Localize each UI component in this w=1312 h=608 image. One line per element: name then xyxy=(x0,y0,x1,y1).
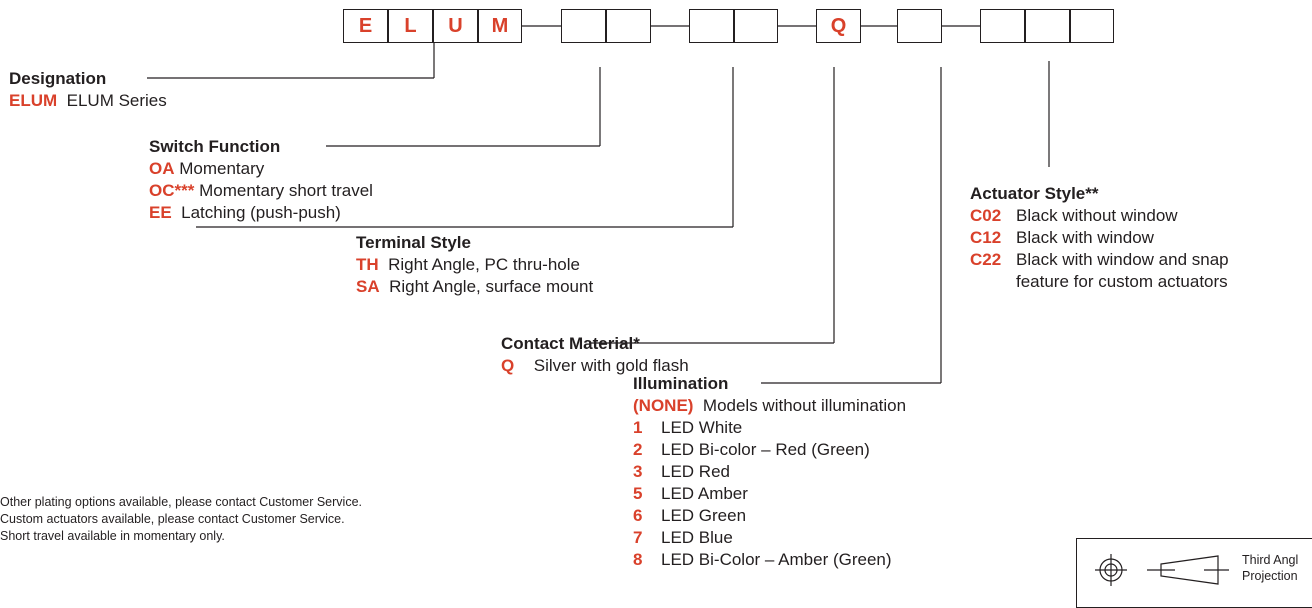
third-angle-projection-icon xyxy=(1095,554,1229,586)
part-box: M xyxy=(478,9,522,43)
option-desc: Momentary short travel xyxy=(199,181,373,200)
connector-lines xyxy=(147,25,1050,384)
projection-label-line: Third Angl xyxy=(1242,553,1299,567)
option-desc: LED Bi-color – Red (Green) xyxy=(661,440,870,459)
option-desc: Right Angle, surface mount xyxy=(389,277,594,296)
part-box: L xyxy=(388,9,433,43)
option-desc: LED Blue xyxy=(661,528,733,547)
option-row: SA Right Angle, surface mount xyxy=(356,276,593,298)
illumination-section: Illumination (NONE) Models without illum… xyxy=(633,373,906,571)
option-row: feature for custom actuators xyxy=(970,271,1229,293)
option-desc: ELUM Series xyxy=(66,91,167,110)
option-code: 5 xyxy=(633,484,643,503)
projection-label-line: Projection xyxy=(1242,569,1298,583)
contact-material-section: Contact Material* Q Silver with gold fla… xyxy=(501,333,689,377)
option-desc: LED Bi-Color – Amber (Green) xyxy=(661,550,892,569)
footnote: Other plating options available, please … xyxy=(0,495,362,509)
switch-function-title: Switch Function xyxy=(149,137,281,156)
option-code: 8 xyxy=(633,550,643,569)
option-code: C22 xyxy=(970,250,1002,269)
option-desc: LED Red xyxy=(661,462,730,481)
option-desc: Right Angle, PC thru-hole xyxy=(388,255,580,274)
part-box xyxy=(980,9,1025,43)
option-row: 2 LED Bi-color – Red (Green) xyxy=(633,439,906,461)
contact-material-title: Contact Material* xyxy=(501,334,640,353)
option-desc: Black with window and snap xyxy=(1016,250,1229,269)
option-row: (NONE) Models without illumination xyxy=(633,395,906,417)
actuator-style-title: Actuator Style** xyxy=(970,184,1099,203)
option-row: TH Right Angle, PC thru-hole xyxy=(356,254,593,276)
option-row: OC*** Momentary short travel xyxy=(149,180,373,202)
option-code: C02 xyxy=(970,206,1002,225)
part-box: Q xyxy=(816,9,861,43)
option-code: OA xyxy=(149,159,175,178)
option-desc: Models without illumination xyxy=(702,396,907,415)
footnote: Short travel available in momentary only… xyxy=(0,529,225,543)
option-code: 6 xyxy=(633,506,643,525)
option-desc: LED Amber xyxy=(661,484,748,503)
option-code: Q xyxy=(501,356,515,375)
part-box xyxy=(689,9,734,43)
option-row: OA Momentary xyxy=(149,158,373,180)
option-row: C12 Black with window xyxy=(970,227,1229,249)
option-code: (NONE) xyxy=(633,396,694,415)
terminal-style-title: Terminal Style xyxy=(356,233,471,252)
terminal-style-section: Terminal Style TH Right Angle, PC thru-h… xyxy=(356,232,593,298)
option-row: 1 LED White xyxy=(633,417,906,439)
option-row: EE Latching (push-push) xyxy=(149,202,373,224)
option-row: Q Silver with gold flash xyxy=(501,355,689,377)
actuator-style-section: Actuator Style** C02 Black without window… xyxy=(970,183,1229,293)
option-desc: Black with window xyxy=(1016,228,1154,247)
option-desc: Silver with gold flash xyxy=(533,356,689,375)
option-desc: LED White xyxy=(661,418,743,437)
part-box: E xyxy=(343,9,388,43)
option-desc: Momentary xyxy=(179,159,265,178)
part-box: U xyxy=(433,9,478,43)
footnotes: Other plating options available, please … xyxy=(0,494,362,545)
part-box xyxy=(1025,9,1070,43)
option-desc: LED Green xyxy=(661,506,747,525)
option-code: OC*** xyxy=(149,181,195,200)
option-row: 3 LED Red xyxy=(633,461,906,483)
illumination-title: Illumination xyxy=(633,374,729,393)
option-code: ELUM xyxy=(9,91,58,110)
option-row: 5 LED Amber xyxy=(633,483,906,505)
designation-section: Designation ELUM ELUM Series xyxy=(9,68,167,112)
option-desc: Black without window xyxy=(1016,206,1178,225)
option-row: 7 LED Blue xyxy=(633,527,906,549)
option-code: C12 xyxy=(970,228,1002,247)
option-desc: feature for custom actuators xyxy=(1016,272,1228,291)
footnote: Custom actuators available, please conta… xyxy=(0,512,345,526)
option-code: TH xyxy=(356,255,379,274)
designation-title: Designation xyxy=(9,69,107,88)
option-row: 8 LED Bi-Color – Amber (Green) xyxy=(633,549,906,571)
option-row: 6 LED Green xyxy=(633,505,906,527)
part-box xyxy=(897,9,942,43)
option-code: EE xyxy=(149,203,172,222)
option-row: ELUM ELUM Series xyxy=(9,90,167,112)
projection-symbol-box: Third Angl Projection xyxy=(1076,538,1312,608)
option-desc: Latching (push-push) xyxy=(181,203,341,222)
projection-label: Third Angl Projection xyxy=(1242,552,1298,584)
part-box xyxy=(734,9,778,43)
option-row: C02 Black without window xyxy=(970,205,1229,227)
part-box xyxy=(1070,9,1114,43)
part-box xyxy=(606,9,651,43)
option-code: 3 xyxy=(633,462,643,481)
option-code: SA xyxy=(356,277,380,296)
part-box xyxy=(561,9,606,43)
switch-function-section: Switch Function OA Momentary OC*** Momen… xyxy=(149,136,373,224)
option-code: 2 xyxy=(633,440,643,459)
option-row: C22 Black with window and snap xyxy=(970,249,1229,271)
option-code: 7 xyxy=(633,528,643,547)
option-code: 1 xyxy=(633,418,643,437)
